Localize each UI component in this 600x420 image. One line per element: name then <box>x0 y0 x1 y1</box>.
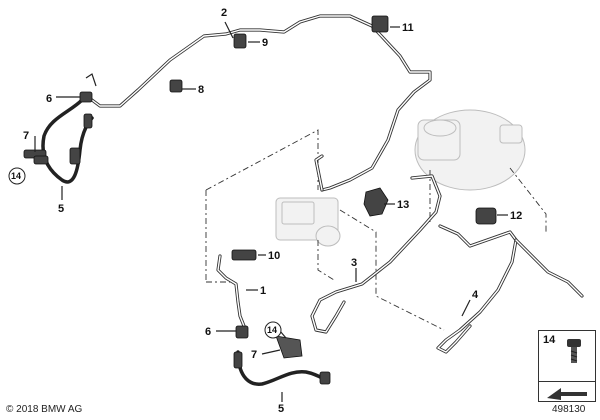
callouts: 2 9 11 8 6 7 5 10 1 3 4 12 13 6 7 5 14 1… <box>8 7 522 415</box>
brake-hose-5-left <box>23 98 94 184</box>
hydraulic-unit-ghost <box>275 197 341 247</box>
callout-11: 11 <box>402 22 414 34</box>
clip-8 <box>169 79 183 93</box>
pad-11 <box>371 15 389 33</box>
brake-hose-5-bottom <box>233 350 331 386</box>
callout-4: 4 <box>472 289 479 301</box>
callout-14-upper: 14 <box>11 171 21 181</box>
inset-part-14: 14 <box>538 330 596 402</box>
holder-12 <box>475 207 497 225</box>
reference-frame <box>205 129 547 331</box>
bracket-7-upper <box>33 155 49 165</box>
callout-6-lower: 6 <box>205 326 211 338</box>
bracket-6-upper <box>79 73 97 103</box>
bracket-7-lower <box>275 335 303 359</box>
direction-arrow-icon <box>547 388 587 400</box>
copyright-text: © 2018 BMW AG <box>6 404 83 415</box>
callout-8: 8 <box>198 84 204 96</box>
brake-booster-ghost <box>414 109 526 191</box>
screw-icon <box>567 339 581 363</box>
callout-9: 9 <box>262 37 268 49</box>
brake-pipe-1 <box>216 254 246 328</box>
callout-7-upper: 7 <box>23 130 29 142</box>
callout-13: 13 <box>397 199 409 211</box>
leader-lines <box>34 21 508 402</box>
holder-13 <box>363 187 389 217</box>
callout-12: 12 <box>510 210 522 222</box>
bracket-6-lower <box>235 325 249 339</box>
clip-10 <box>231 249 257 261</box>
callout-5-left: 5 <box>58 203 64 215</box>
brake-pipe-2 <box>90 14 432 192</box>
callout-6-upper: 6 <box>46 93 52 105</box>
inset-part-number: 14 <box>543 334 556 346</box>
brake-pipe-3 <box>310 174 442 334</box>
callout-7-lower: 7 <box>251 349 257 361</box>
inset-arrow-area <box>539 381 595 402</box>
clip-9 <box>233 33 247 49</box>
figure-number: 498130 <box>552 404 586 415</box>
callout-2: 2 <box>221 7 227 19</box>
callout-14-lower: 14 <box>267 325 277 335</box>
callout-5-bottom: 5 <box>278 403 284 415</box>
callout-3: 3 <box>351 257 357 269</box>
callout-1: 1 <box>260 285 266 297</box>
brake-pipe-4 <box>436 224 584 354</box>
callout-10: 10 <box>268 250 280 262</box>
